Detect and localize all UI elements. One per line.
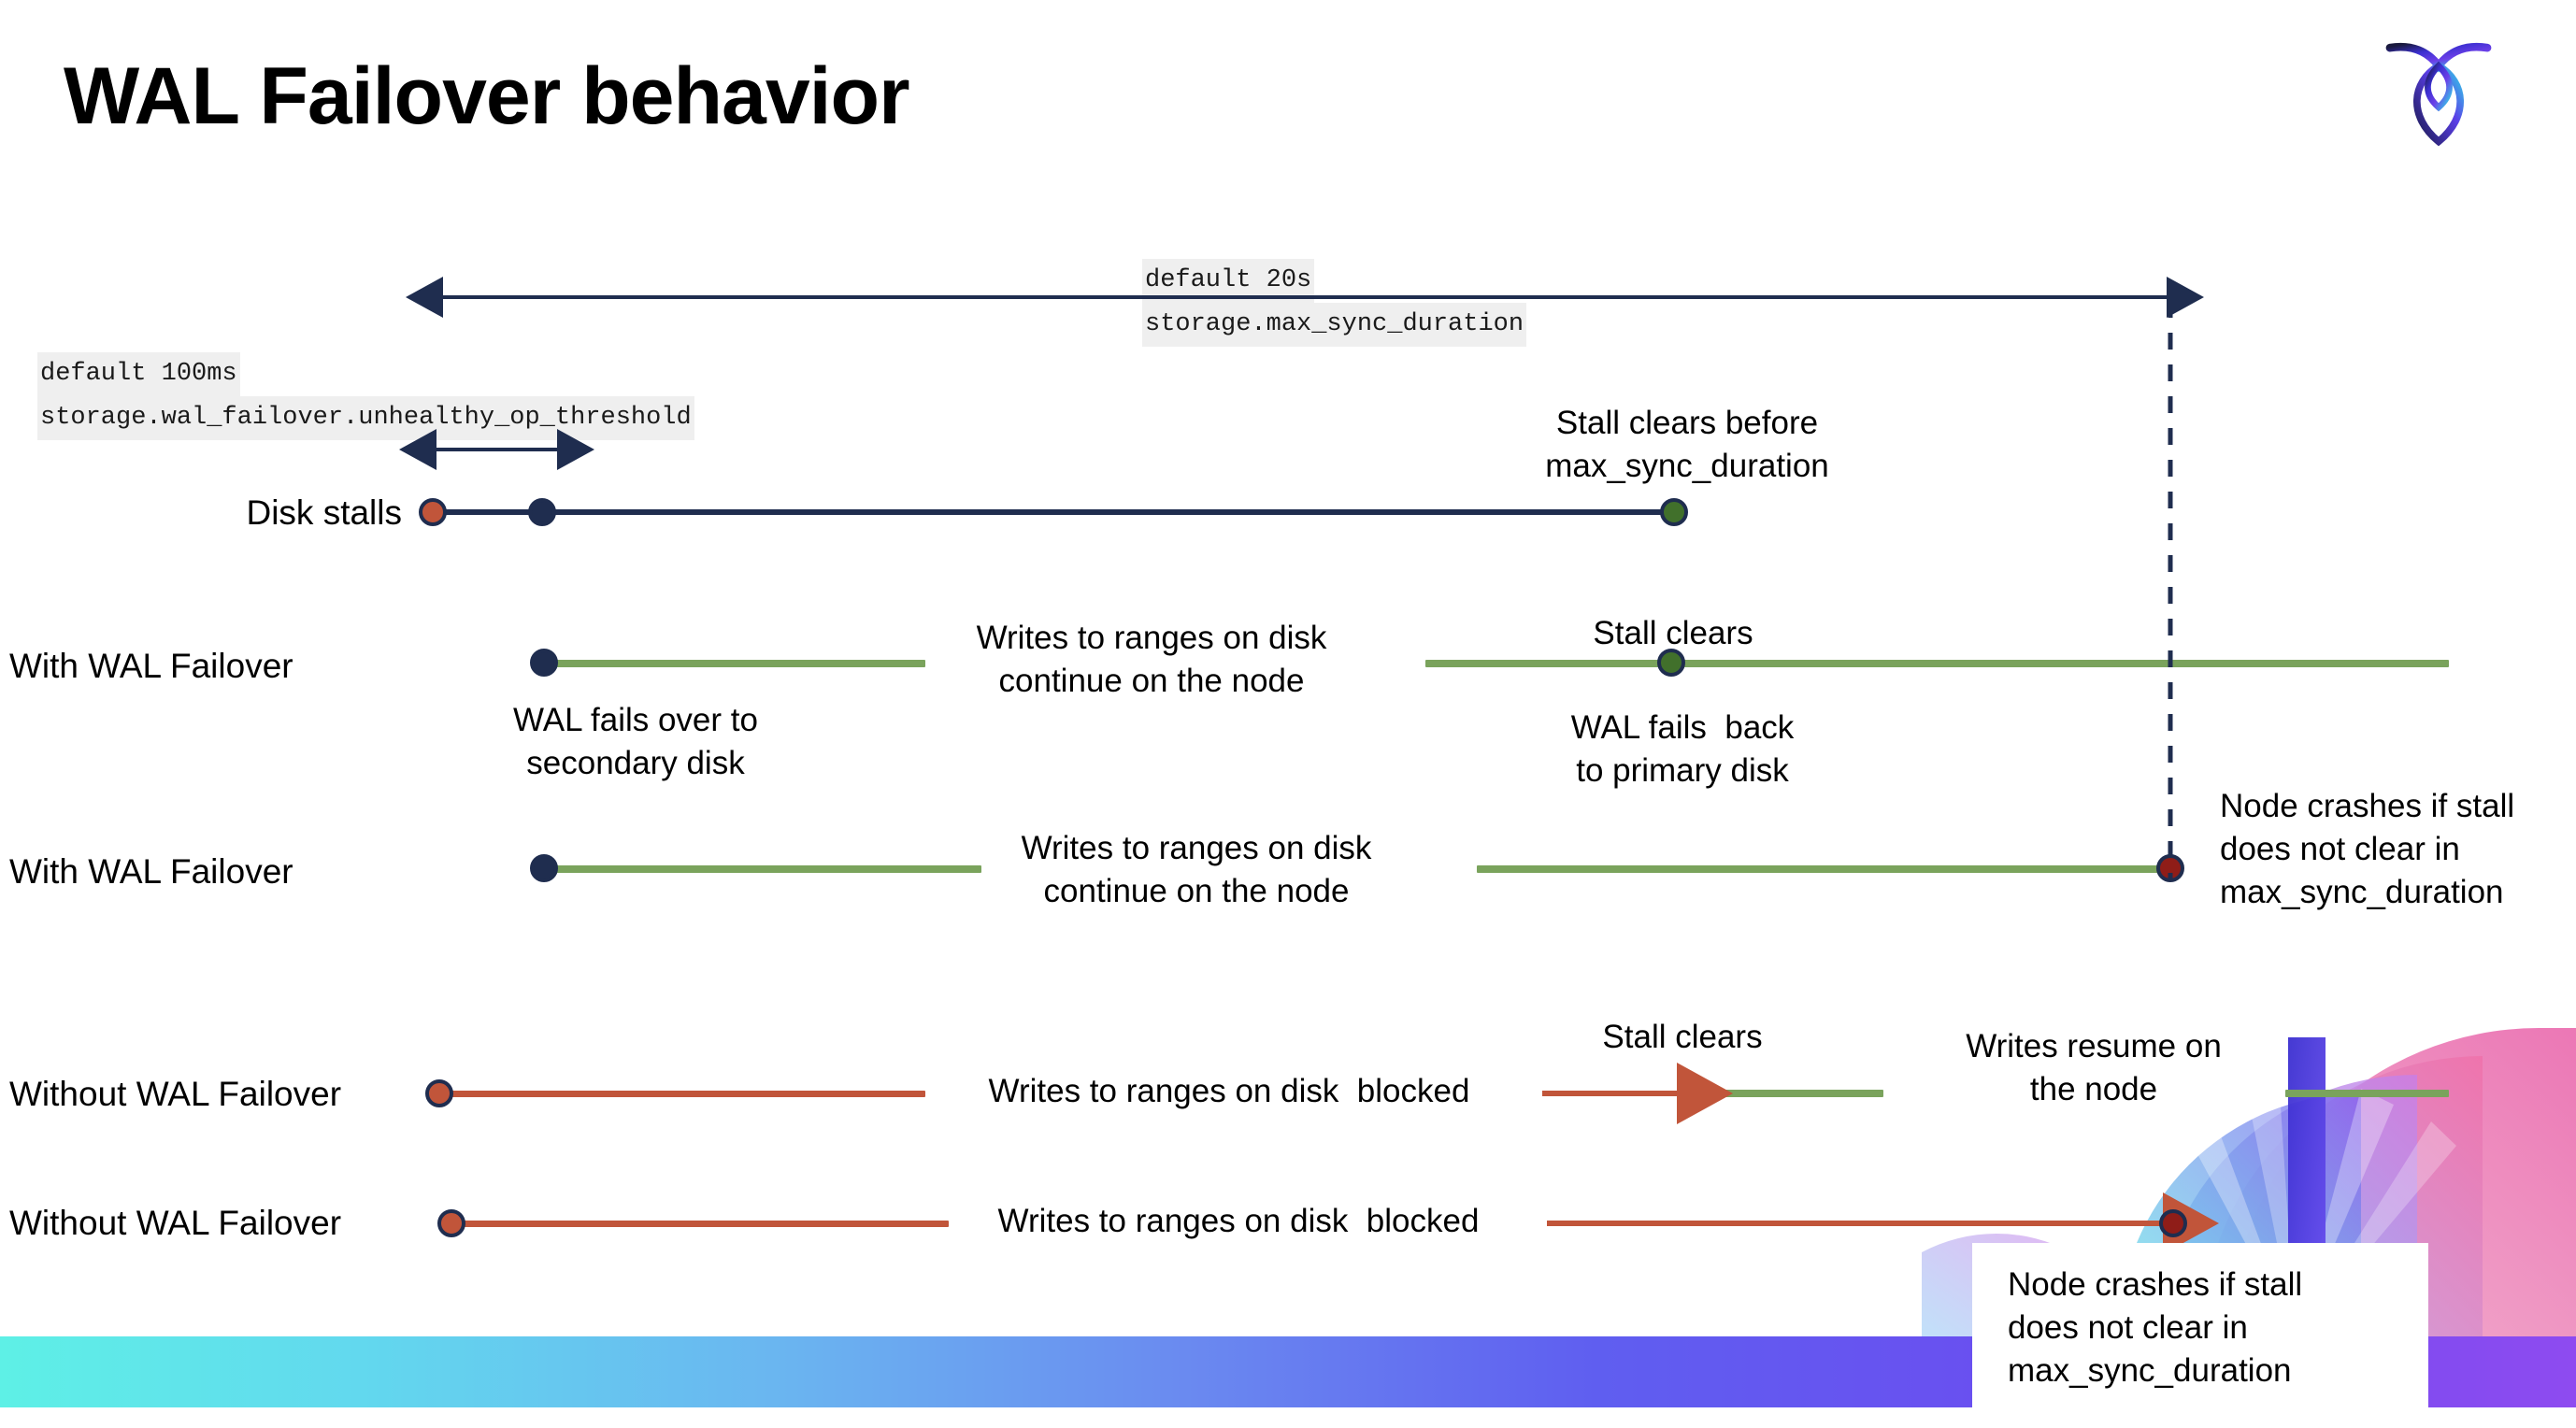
node-crash-callout-box: Node crashes if stall does not clear in … xyxy=(1972,1243,2428,1428)
note-writes-blocked-1: Writes to ranges on disk blocked xyxy=(988,1073,1470,1109)
unhealthy-op-threshold-annotation: default 100ms storage.wal_failover.unhea… xyxy=(37,352,694,440)
row2-failover-dot xyxy=(530,649,558,677)
row-label-without-wal-2: Without WAL Failover xyxy=(9,1204,342,1242)
row2-stall-clears-dot xyxy=(1657,649,1685,677)
row3-failover-dot xyxy=(530,854,558,882)
note-stall-clears-before: Stall clears before max_sync_duration xyxy=(1545,405,1829,484)
note-stall-clears-2: Stall clears xyxy=(1602,1019,1763,1055)
note-writes-blocked-2: Writes to ranges on disk blocked xyxy=(997,1203,1480,1239)
row-label-disk-stalls: Disk stalls xyxy=(246,493,402,532)
row4-stall-clears-dot xyxy=(1679,1079,1707,1107)
note-writes-continue-1: Writes to ranges on disk continue on the… xyxy=(976,620,1327,699)
max-sync-setting-text: storage.max_sync_duration xyxy=(1142,303,1527,347)
row3-green-segment-right xyxy=(1477,865,2173,873)
note-writes-continue-2: Writes to ranges on disk continue on the… xyxy=(1021,830,1372,909)
row1-stall-clears-dot xyxy=(1660,498,1688,526)
row5-node-crash-dot xyxy=(2159,1209,2187,1237)
unhealthy-op-default-text: default 100ms xyxy=(37,352,240,396)
row5-orange-segment xyxy=(463,1221,949,1227)
max-sync-duration-annotation: default 20s storage.max_sync_duration xyxy=(1142,259,1527,347)
row-label-with-wal-1: With WAL Failover xyxy=(9,647,293,685)
row1-threshold-dot xyxy=(528,498,556,526)
row1-navy-segment xyxy=(435,509,1678,515)
row4-green-segment xyxy=(1706,1090,1883,1097)
row-label-without-wal-1: Without WAL Failover xyxy=(9,1075,342,1113)
row4-orange-segment xyxy=(449,1091,925,1097)
note-node-crashes-2: Node crashes if stall does not clear in … xyxy=(2008,1266,2303,1389)
row5-stall-start-dot xyxy=(437,1209,465,1237)
note-node-crashes-1: Node crashes if stall does not clear in … xyxy=(2220,788,2515,910)
row2-green-segment-left xyxy=(551,660,925,667)
row3-node-crash-dot xyxy=(2156,854,2184,882)
row4-stall-start-dot xyxy=(425,1079,453,1107)
note-writes-resume: Writes resume on the node xyxy=(1966,1028,2222,1107)
row4-green-segment-resume xyxy=(2285,1090,2449,1097)
row1-stall-start-dot xyxy=(419,498,447,526)
row2-green-segment-right xyxy=(1425,660,2449,667)
note-wal-fails-back: WAL fails back to primary disk xyxy=(1570,709,1795,789)
cockroachdb-logo-icon xyxy=(2383,26,2494,152)
page-title: WAL Failover behavior xyxy=(64,51,910,141)
max-sync-default-text: default 20s xyxy=(1142,259,1315,303)
note-wal-fails-over: WAL fails over to secondary disk xyxy=(513,702,758,781)
note-stall-clears-1: Stall clears xyxy=(1593,615,1753,651)
unhealthy-op-setting-text: storage.wal_failover.unhealthy_op_thresh… xyxy=(37,396,694,440)
row3-green-segment-left xyxy=(551,865,981,873)
row-label-with-wal-2: With WAL Failover xyxy=(9,852,293,891)
